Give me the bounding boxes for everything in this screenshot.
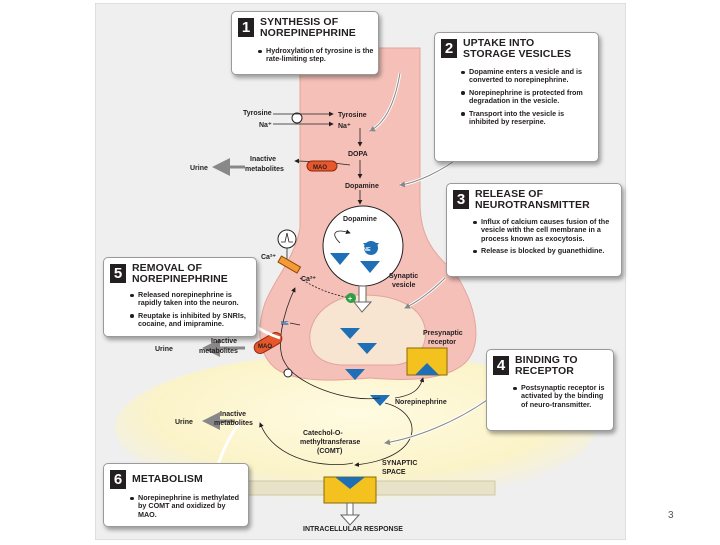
metabolites-2: metabolites (199, 348, 238, 355)
callout-2-number: 2 (441, 39, 457, 58)
mao-top-label: MAO (313, 165, 327, 171)
inactive-metabolites-3: Inactive (220, 411, 246, 418)
dopa-label: DOPA (348, 151, 368, 158)
inactive-metabolites-1: Inactive (250, 156, 276, 163)
tyrosine-inside-label: Tyrosine (338, 112, 367, 119)
calcium-channel (277, 255, 302, 274)
comt-label-1: Catechol-O- (303, 430, 343, 437)
dopamine-label: Dopamine (345, 183, 379, 190)
callout-5-bullet-2: Reuptake is inhibited by SNRIs, cocaine,… (129, 311, 251, 329)
vesicle-docking-zone (309, 294, 426, 366)
na-inside-label: Na⁺ (338, 123, 351, 130)
synaptic-space-label-1: SYNAPTIC (382, 460, 417, 467)
callout-3-bullet-1: Influx of calcium causes fusion of the v… (472, 217, 616, 243)
callout-6-title: METABOLISM (132, 473, 203, 485)
inactive-metabolites-2: Inactive (211, 338, 237, 345)
callout-1-bullet: Hydroxylation of tyrosine is the rate-li… (257, 46, 375, 64)
vesicle-dopamine-label: Dopamine (343, 216, 377, 223)
slide-number: 3 (668, 510, 674, 521)
tyrosine-outside-label: Tyrosine (243, 110, 272, 117)
metabolites-3: metabolites (214, 420, 253, 427)
presynaptic-receptor-ne (415, 363, 439, 375)
plus-label: + (348, 296, 352, 303)
ca-inside-label: Ca²⁺ (301, 276, 316, 283)
callout-metabolism: 6 METABOLISM Norepinephrine is methylate… (103, 463, 249, 527)
mao-bottom-label: MAO (258, 344, 272, 350)
callout-1-number: 1 (238, 18, 254, 37)
urine-2-label: Urine (155, 346, 173, 353)
comt-label-3: (COMT) (317, 448, 342, 455)
callout-3-number: 3 (453, 190, 469, 209)
released-ne-molecules (340, 328, 390, 406)
callout-2-bullet-1: Dopamine enters a vesicle and is convert… (460, 67, 593, 85)
ne-vesicle-label: NE (363, 247, 371, 253)
callout-2-bullet-3: Transport into the vesicle is inhibited … (460, 109, 593, 127)
comt-label-2: methyltransferase (300, 439, 360, 446)
synaptic-space-label-2: SPACE (382, 469, 406, 476)
mao-enzyme-top (306, 160, 338, 172)
urine-3-label: Urine (175, 419, 193, 426)
action-potential-icon (277, 229, 297, 249)
synaptic-vesicle-label-1: Synaptic (389, 273, 418, 280)
reuptake-transporter (283, 368, 293, 378)
intracellular-arrow (339, 514, 361, 526)
callout-4-bullet: Postsynaptic receptor is activated by th… (512, 383, 608, 409)
synaptic-vesicle-label-2: vesicle (392, 282, 415, 289)
ne-reuptake-label: NE (281, 321, 289, 327)
tyrosine-transporter (291, 112, 303, 124)
callout-2-bullet-2: Norepinephrine is protected from degrada… (460, 88, 593, 106)
receptor-bound-ne (335, 477, 365, 489)
norepinephrine-label: Norepinephrine (395, 399, 447, 406)
na-outside-label: Na⁺ (259, 122, 272, 129)
callout-3-bullet-2: Release is blocked by guanethidine. (472, 246, 616, 255)
callout-4-number: 4 (493, 356, 509, 375)
callout-6-number: 6 (110, 470, 126, 489)
metabolites-1: metabolites (245, 166, 284, 173)
presynaptic-receptor-label-2: receptor (428, 339, 456, 346)
exocytosis-arrow (352, 301, 373, 313)
presynaptic-receptor-label-1: Presynaptic (423, 330, 463, 337)
intracellular-response-label: INTRACELLULAR RESPONSE (303, 526, 403, 533)
callout-6-bullet: Norepinephrine is methylated by COMT and… (129, 493, 243, 519)
callout-5-number: 5 (110, 264, 126, 283)
plus-icon (346, 293, 356, 303)
callout-5-bullet-1: Released norepinephrine is rapidly taken… (129, 290, 251, 308)
figure-panel: Tyrosine Na⁺ Tyrosine Na⁺ DOPA Dopamine … (94, 2, 627, 541)
urine-1-label: Urine (190, 165, 208, 172)
ca-outside-label: Ca²⁺ (261, 254, 276, 261)
presynaptic-receptor (406, 347, 448, 376)
